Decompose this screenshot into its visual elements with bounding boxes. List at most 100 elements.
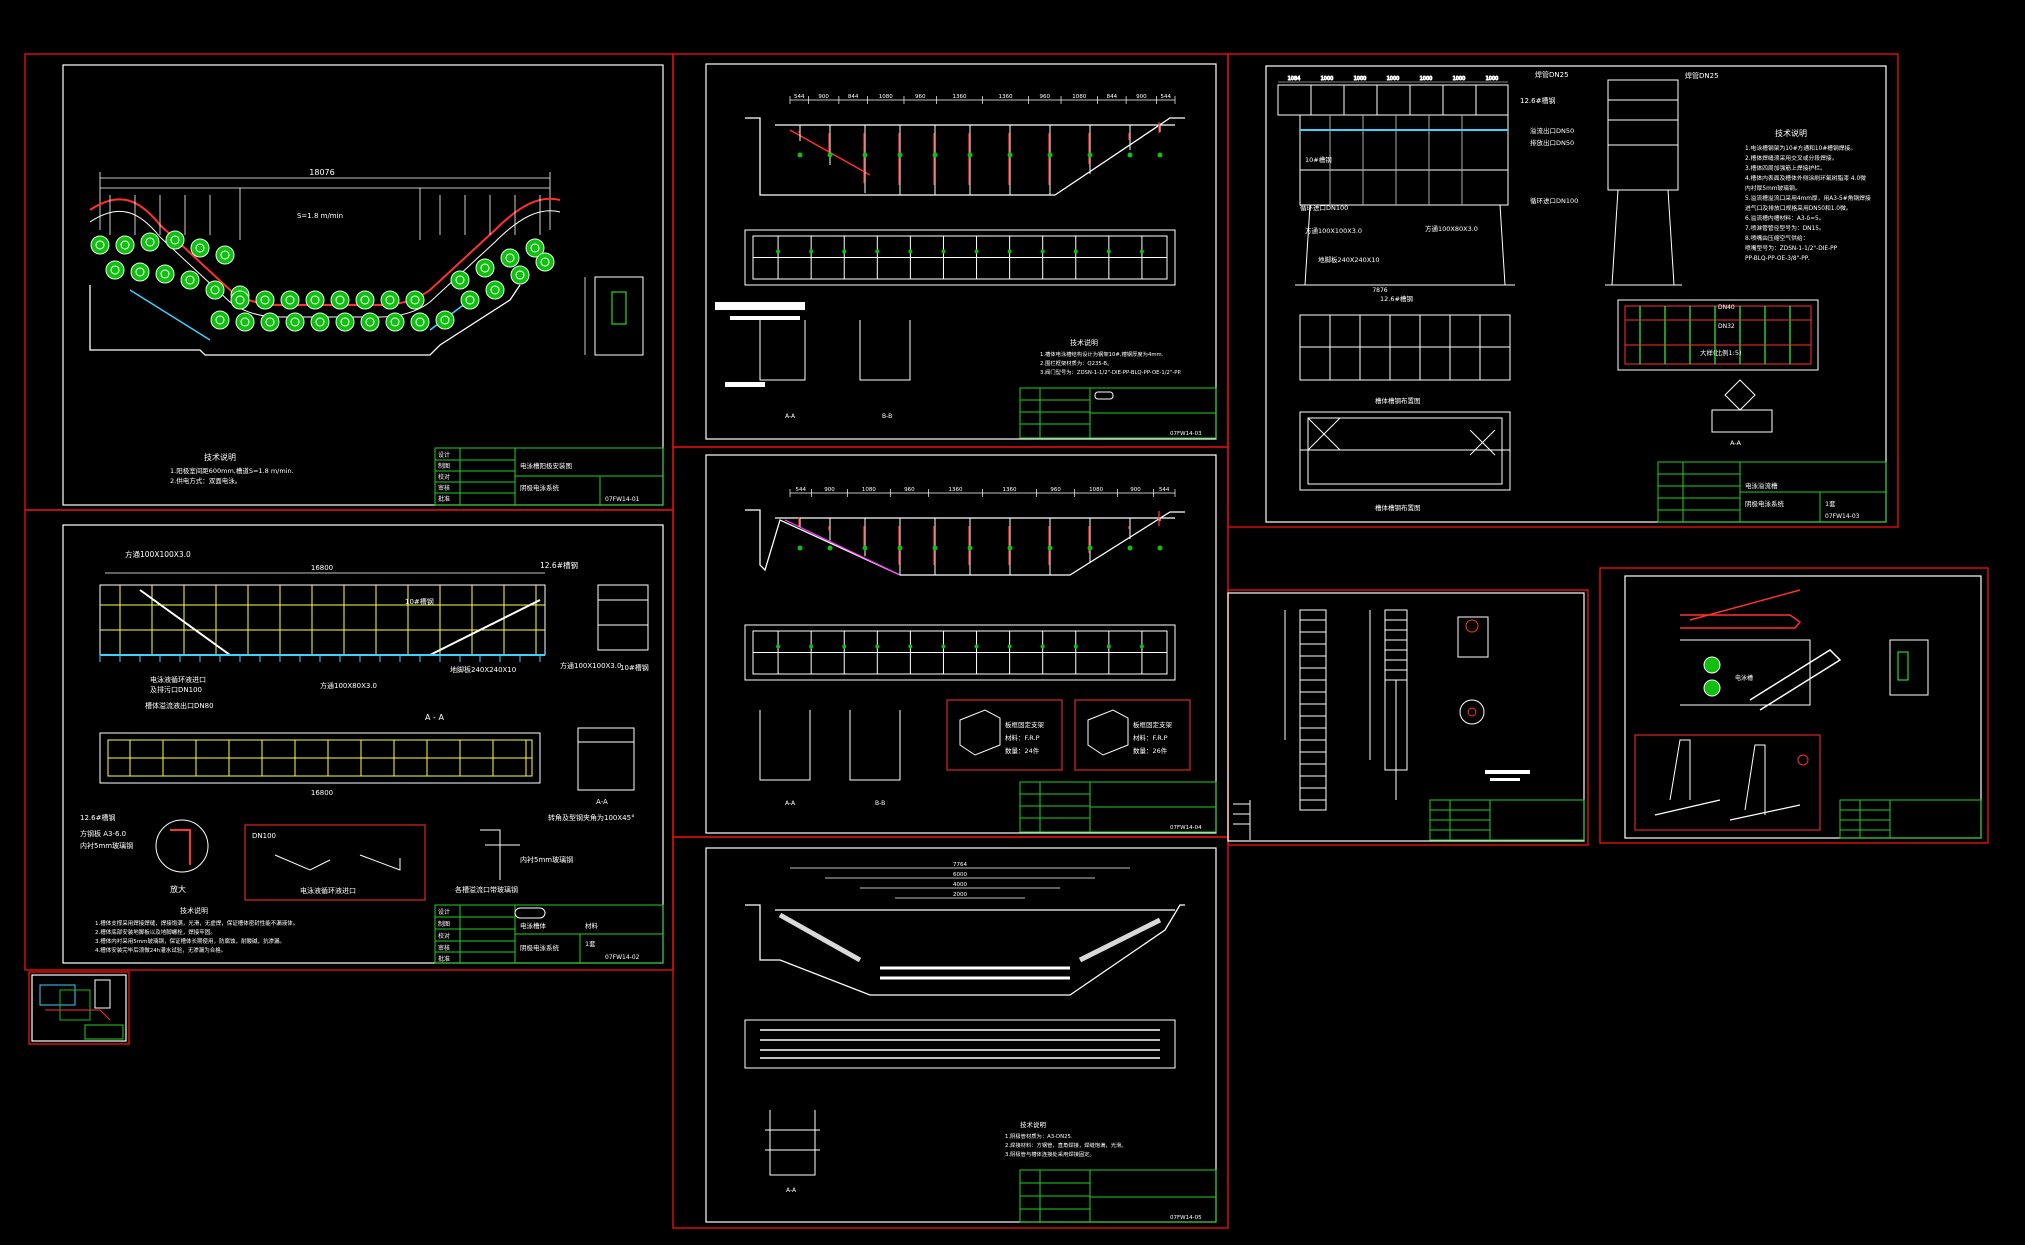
anode-10 — [180, 270, 200, 290]
anode-2 — [115, 235, 135, 255]
s5-plan1-title: 槽体槽钢布置图 — [1375, 396, 1421, 405]
anode-13 — [210, 310, 230, 330]
anode-30 — [405, 290, 425, 310]
s4-bracket-b-material: 材料：F.R.P — [1133, 733, 1168, 742]
s1-tb-row-1: 设计 — [438, 451, 450, 459]
s2-overflow-title: 各槽溢流口带玻璃钢 — [455, 885, 518, 894]
s1-tb-name: 电泳槽阳极安装图 — [520, 461, 572, 470]
s5-dn32: DN32 — [1718, 323, 1735, 330]
s2-overflow-lining: 内衬5mm玻璃钢 — [520, 855, 573, 864]
s5-label-base: 地脚板240X240X10 — [1318, 255, 1380, 264]
s5-dim-value: 1000 — [1486, 76, 1499, 82]
anode-20 — [385, 312, 405, 332]
dim-value: 900 — [1130, 487, 1141, 493]
s8-title-block — [1839, 799, 1982, 839]
s2-enlarged-circle — [155, 819, 209, 873]
s5-piping-plan — [1617, 299, 1819, 433]
s1-tb-system: 阴极电泳系统 — [520, 483, 560, 492]
s5-tb-code: 07FW14-03 — [1825, 513, 1860, 520]
anode-27 — [330, 290, 350, 310]
s5-label-channel: 12.6#槽钢 — [1520, 96, 1555, 105]
sheet-frame-8[interactable] — [1599, 567, 1989, 844]
dim-value: 900 — [824, 487, 835, 493]
sheet-frame-thumb[interactable] — [28, 971, 130, 1045]
s2-label-square-tube-80: 方通100X80X3.0 — [320, 681, 377, 690]
s2-label-outlet: 槽体溢流液出口DN80 — [145, 701, 214, 710]
sheet-anode-detail[interactable]: 电泳槽 — [1634, 589, 1982, 839]
s2-tb-row-2: 制图 — [438, 920, 450, 928]
s1-conveyor-track — [89, 197, 561, 306]
sheet-tank-body[interactable]: 方通100X100X3.0 12.6#槽钢 16800 10#槽钢 地脚板240… — [80, 549, 664, 964]
s2-enl-label-2: 方钢板 A3-6.0 — [80, 829, 126, 838]
sheet-frame-7[interactable] — [672, 836, 1229, 1229]
s5-notes-title: 技术说明 — [1775, 128, 1807, 138]
dim-value: 1360 — [999, 94, 1013, 100]
dim-value: 1080 — [1089, 487, 1103, 493]
s3-profile — [745, 117, 1185, 196]
s5-plan2-title: 槽体槽钢布置图 — [1375, 503, 1421, 512]
s2-label-channel-12: 12.6#槽钢 — [540, 560, 578, 570]
s1-notes-title: 技术说明 — [204, 452, 236, 462]
dim-value: 1360 — [948, 487, 962, 493]
sheet-frame-5[interactable] — [1227, 53, 1899, 528]
s7-section-a — [769, 1110, 816, 1176]
s3-section-a-label: A-A — [785, 413, 796, 420]
s5-dim-value: 1000 — [1387, 76, 1400, 82]
dim-value: 900 — [818, 94, 829, 100]
s8-anode-label: 电泳槽 — [1735, 674, 1753, 682]
anode-34 — [525, 238, 545, 258]
dim-value: 1360 — [952, 94, 966, 100]
dim-value: 960 — [915, 94, 926, 100]
anode-35 — [460, 290, 480, 310]
dim-value: 1360 — [1003, 487, 1017, 493]
s2-section-aa-view — [577, 727, 635, 791]
sheet-ladder[interactable] — [1233, 609, 1585, 841]
s8-anode-2 — [1703, 679, 1721, 697]
s5-note-line: PP-BLQ-PP-OE-3/8"-PP. — [1745, 256, 1809, 262]
sheet-thumbnail[interactable] — [39, 979, 124, 1040]
s4-frame-posts — [797, 511, 1163, 575]
s3-title-block — [1019, 387, 1217, 439]
dim-value: 960 — [904, 487, 915, 493]
s4-bracket-box-b — [1074, 699, 1191, 771]
s5-note-line: 4.槽体内表面及槽体外侧涂刷环氧树脂漆 4.0微 — [1745, 174, 1866, 182]
s2-tb-row-5: 批准 — [438, 955, 450, 963]
s4-section-b — [849, 710, 901, 781]
s5-note-line: 7.喷淋管管径型号为：DN15。 — [1745, 224, 1825, 232]
s2-tb-row-1: 设计 — [438, 908, 450, 916]
s4-bracket-box-a — [946, 699, 1063, 771]
s2-plan-view — [99, 732, 541, 784]
anode-3 — [140, 232, 160, 252]
s5-label-overflow: 溢流出口DN50 — [1530, 126, 1574, 135]
drawing-borders — [31, 63, 1982, 1223]
s3-note-1: 1.槽体电泳槽结构设计为钢架10#,槽钢厚度为4mm. — [1040, 350, 1164, 358]
s2-tb-row-3: 校对 — [438, 932, 450, 940]
s5-plan-view-1 — [1299, 314, 1511, 381]
s7-note-1: 1.阴极管材质为：A3-DN25. — [1005, 1132, 1073, 1140]
s3-notes-title: 技术说明 — [1070, 338, 1098, 347]
s5-section-label: A-A — [1730, 439, 1742, 447]
anode-38 — [535, 252, 555, 272]
anode-21 — [410, 312, 430, 332]
s1-title-block — [434, 447, 664, 506]
s2-section-a-marker: A - A — [425, 713, 444, 722]
s7-note-3: 3.阴极管与槽体连接处采用焊接固定。 — [1005, 1150, 1095, 1158]
s2-dim-bottom: 16800 — [311, 789, 333, 797]
anode-5 — [190, 238, 210, 258]
s2-note-1: 1.槽体支撑采用焊接焊缝，焊接饱满，光滑，无虚焊，保证槽体密封性能不漏液体。 — [95, 919, 298, 927]
s1-dimension-lines — [99, 172, 551, 240]
s3-plan-view — [744, 229, 1176, 286]
s6-title-block — [1429, 799, 1585, 841]
s2-section-aa-label: A-A — [596, 798, 608, 806]
anode-9 — [155, 264, 175, 284]
s7-dim-value: 6000 — [953, 872, 967, 878]
dim-value: 544 — [796, 487, 807, 493]
sheet-anode-layout[interactable]: 18076 S=1.8 m/min 技术说明 1.阳极室间距600mm,槽道S=… — [89, 168, 664, 506]
s5-tb-system: 阴极电泳系统 — [1745, 499, 1785, 508]
